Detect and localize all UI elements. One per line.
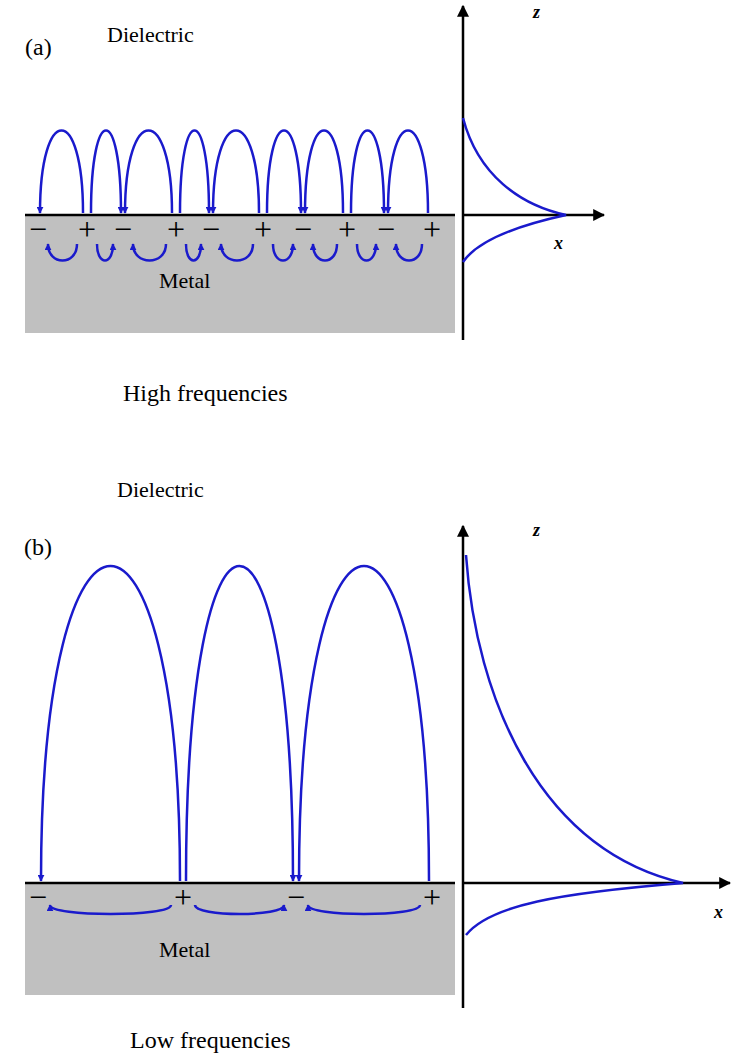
field-line	[357, 244, 376, 261]
x-axis	[463, 882, 730, 885]
panel-label: (a)	[25, 35, 52, 59]
field-line	[213, 131, 259, 214]
region-label: Dielectric	[107, 24, 194, 46]
field-line	[305, 131, 343, 214]
region-label: Metal	[159, 270, 210, 292]
field-line	[396, 244, 422, 261]
interface-line	[25, 882, 455, 885]
caption-label: Low frequencies	[130, 1028, 291, 1052]
charge-sign: +	[174, 881, 192, 913]
charge-sign: −	[29, 881, 47, 913]
panel-label: (b)	[24, 535, 52, 559]
field-line	[180, 131, 209, 214]
charge-sign: +	[423, 881, 441, 913]
axis-label: x	[714, 903, 723, 921]
field-line	[40, 131, 83, 214]
field-line	[97, 244, 113, 261]
metal-region	[25, 883, 455, 995]
z-axis	[462, 526, 465, 1008]
charge-sign: +	[338, 213, 356, 245]
field-line	[186, 244, 201, 261]
charge-sign: +	[167, 213, 185, 245]
axis-label: z	[533, 521, 540, 539]
caption-label: High frequencies	[123, 381, 288, 405]
z-axis	[462, 6, 465, 340]
field-line	[195, 905, 284, 914]
charge-sign: −	[114, 213, 132, 245]
field-line	[308, 905, 420, 914]
charge-sign: −	[202, 213, 220, 245]
field-lines	[41, 566, 429, 914]
charge-sign: −	[377, 213, 395, 245]
field-profile	[466, 555, 683, 935]
axis-label: z	[533, 3, 540, 21]
charge-sign: +	[254, 213, 272, 245]
field-line	[351, 131, 384, 214]
charge-sign: −	[294, 213, 312, 245]
charge-sign: +	[78, 213, 96, 245]
axis-label: x	[554, 234, 563, 252]
field-line	[91, 131, 121, 214]
charge-sign: −	[287, 881, 305, 913]
region-label: Dielectric	[117, 479, 204, 501]
charge-sign: −	[29, 213, 47, 245]
field-line	[133, 244, 166, 261]
x-axis	[463, 214, 604, 217]
field-line	[273, 244, 293, 261]
field-line	[50, 905, 171, 914]
field-line	[267, 131, 301, 214]
field-line	[313, 244, 337, 261]
field-line	[41, 566, 180, 881]
field-line	[221, 244, 253, 261]
field-line	[299, 566, 429, 881]
field-line	[186, 566, 293, 881]
region-label: Metal	[159, 939, 210, 961]
field-line	[388, 131, 428, 214]
field-line	[48, 244, 77, 261]
field-lines	[40, 131, 428, 261]
field-line	[125, 131, 172, 214]
field-profile	[463, 118, 566, 262]
charge-sign: +	[423, 213, 441, 245]
